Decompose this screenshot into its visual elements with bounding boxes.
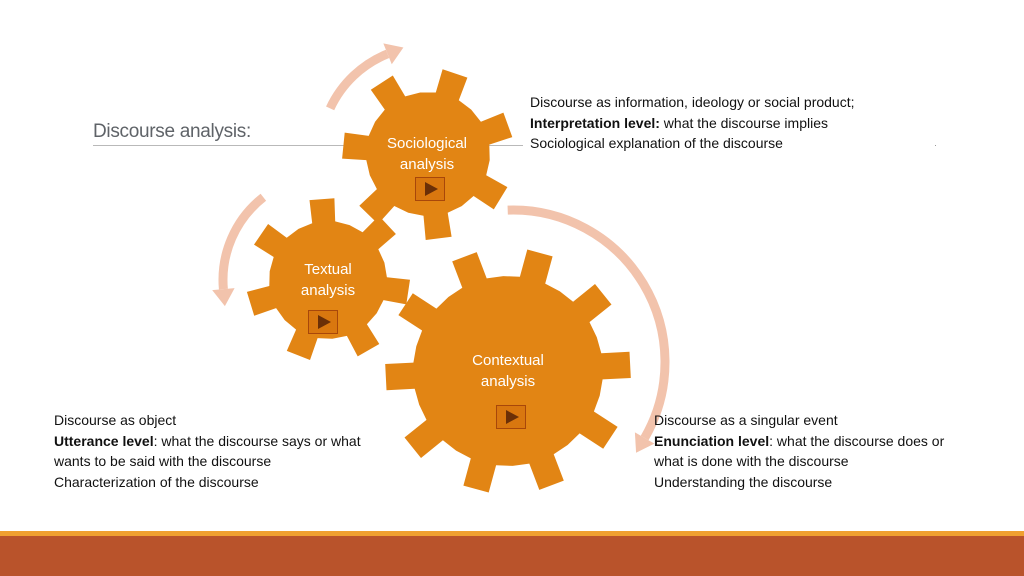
sociological-label-line2: analysis [399,156,455,173]
contextual-desc-line3: Understanding the discourse [654,473,833,490]
textual-desc-line2: Utterance level: what the discourse says… [54,431,361,452]
footer-bar [0,536,1024,576]
sociological-desc-line2: Interpretation level: what the discourse… [530,113,855,134]
play-icon [425,182,438,196]
contextual-desc-line2: Enunciation level: what the discourse do… [654,431,944,452]
textual-gear-label: Textual analysis [268,259,388,301]
contextual-play-button[interactable] [496,405,526,429]
arrow-around-sociological-head [383,43,404,65]
arrow-around-contextual [507,205,670,441]
textual-desc-line2b: wants to be said with the discourse [54,453,272,470]
contextual-desc-line2b: what is done with the discourse [654,453,849,470]
textual-play-button[interactable] [308,310,338,334]
textual-desc-line3: Characterization of the discourse [54,473,259,490]
contextual-label-line2: analysis [480,373,536,390]
enunciation-level-text: : what the discourse does or [769,432,945,449]
footer-accent-line [0,531,1024,536]
utterance-level-text: : what the discourse says or what [153,432,361,449]
sociological-desc-line3: Sociological explanation of the discours… [530,135,783,152]
textual-gear [246,198,410,360]
sociological-gear [342,69,513,240]
contextual-description: Discourse as a singular event Enunciatio… [654,410,944,492]
arrow-around-contextual-head [634,432,655,453]
interpretation-level-text: what the discourse implies [659,114,828,131]
textual-label-line2: analysis [300,282,356,299]
contextual-gear-label: Contextual analysis [448,350,568,392]
arrow-around-textual-head [212,288,235,307]
sociological-gear-label: Sociological analysis [367,133,487,175]
textual-label-line1: Textual [304,261,352,278]
play-icon [318,315,331,329]
sociological-play-button[interactable] [415,177,445,201]
utterance-level-label: Utterance level [54,432,154,449]
stray-dot [935,145,936,146]
title-divider [93,145,523,146]
arrow-around-textual [218,193,267,290]
interpretation-level-label: Interpretation level: [530,114,660,131]
sociological-desc-line1: Discourse as information, ideology or so… [530,94,855,110]
contextual-gear [385,249,631,493]
arrow-around-sociological [326,49,390,111]
enunciation-level-label: Enunciation level [654,432,770,449]
contextual-desc-line1: Discourse as a singular event [654,412,838,428]
contextual-label-line1: Contextual [472,352,544,369]
sociological-description: Discourse as information, ideology or so… [530,92,855,154]
slide-title: Discourse analysis: [93,121,251,142]
sociological-label-line1: Sociological [386,135,468,152]
textual-description: Discourse as object Utterance level: wha… [54,410,361,492]
textual-desc-line1: Discourse as object [54,412,177,428]
play-icon [506,410,519,424]
